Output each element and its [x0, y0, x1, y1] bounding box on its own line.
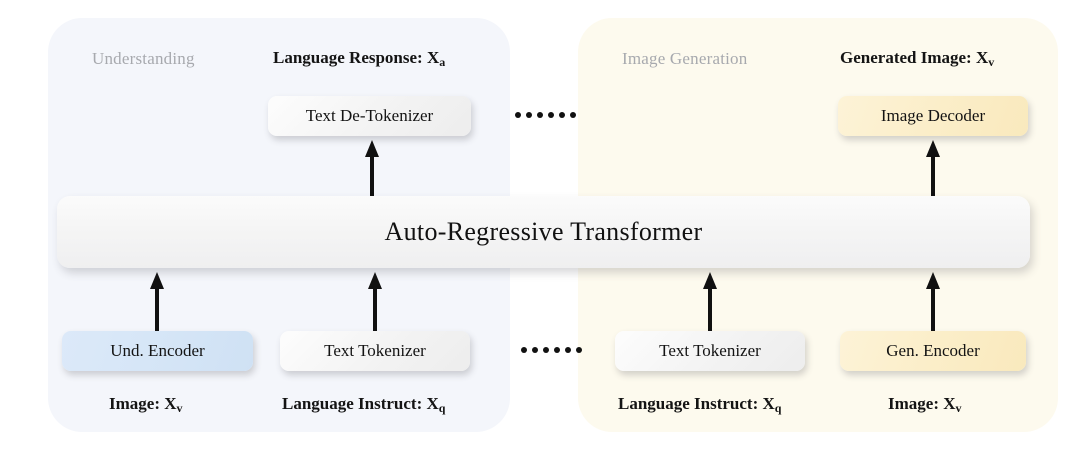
caption-image-generation-text: Image: X [888, 394, 956, 413]
ellipsis-dot [521, 347, 527, 353]
caption-language-response-text: Language Response: X [273, 48, 440, 67]
module-gen-encoder-label: Gen. Encoder [886, 341, 980, 360]
module-und-encoder[interactable]: Und. Encoder [62, 331, 253, 371]
module-image-decoder-label: Image Decoder [880, 106, 986, 125]
ellipsis-dot [565, 347, 571, 353]
caption-image-generation: Image: Xv [888, 394, 962, 416]
caption-language-response-subscript: a [439, 55, 446, 69]
caption-image-understanding: Image: Xv [109, 394, 183, 416]
arrow-up-from-text-tokenizer-generation [702, 272, 718, 331]
panel-image-generation-title: Image Generation [622, 49, 748, 68]
ellipsis-dot [526, 112, 532, 118]
caption-language-instruct-understanding: Language Instruct: Xq [282, 394, 445, 416]
ellipsis-dot [548, 112, 554, 118]
arrow-up-to-image-decoder [925, 140, 941, 198]
module-und-encoder-label: Und. Encoder [110, 341, 205, 360]
caption-generated-image-text: Generated Image: X [840, 48, 989, 67]
ellipsis-dot [570, 112, 576, 118]
caption-language-instruct-generation: Language Instruct: Xq [618, 394, 781, 416]
caption-generated-image-subscript: v [988, 55, 995, 69]
module-auto-regressive-transformer[interactable]: Auto-Regressive Transformer [57, 196, 1030, 268]
module-text-de-tokenizer[interactable]: Text De-Tokenizer [268, 96, 471, 136]
module-text-tokenizer-generation[interactable]: Text Tokenizer [615, 331, 805, 371]
ellipsis-dot [537, 112, 543, 118]
arrow-up-from-gen-encoder [925, 272, 941, 331]
ellipsis-bottom [521, 347, 582, 353]
ellipsis-dot [554, 347, 560, 353]
caption-image-understanding-subscript: v [176, 401, 183, 415]
arrow-up-to-text-de-tokenizer [364, 140, 380, 198]
ellipsis-dot [543, 347, 549, 353]
ellipsis-dot [515, 112, 521, 118]
caption-language-instruct-understanding-subscript: q [438, 401, 446, 415]
ellipsis-top [515, 112, 576, 118]
caption-language-instruct-generation-text: Language Instruct: X [618, 394, 775, 413]
module-image-decoder[interactable]: Image Decoder [838, 96, 1028, 136]
module-text-tokenizer-understanding-label: Text Tokenizer [324, 341, 426, 360]
caption-image-generation-subscript: v [955, 401, 962, 415]
module-text-tokenizer-understanding[interactable]: Text Tokenizer [280, 331, 470, 371]
caption-language-instruct-understanding-text: Language Instruct: X [282, 394, 439, 413]
ellipsis-dot [559, 112, 565, 118]
module-text-de-tokenizer-label: Text De-Tokenizer [305, 106, 434, 125]
panel-understanding-title: Understanding [92, 49, 195, 68]
caption-language-response: Language Response: Xa [273, 48, 445, 70]
ellipsis-dot [576, 347, 582, 353]
caption-language-instruct-generation-subscript: q [774, 401, 782, 415]
module-gen-encoder[interactable]: Gen. Encoder [840, 331, 1026, 371]
ellipsis-dot [532, 347, 538, 353]
caption-generated-image: Generated Image: Xv [840, 48, 994, 70]
arrow-up-from-text-tokenizer-understanding [367, 272, 383, 331]
module-text-tokenizer-generation-label: Text Tokenizer [659, 341, 761, 360]
caption-image-understanding-text: Image: X [109, 394, 177, 413]
arrow-up-from-und-encoder [149, 272, 165, 331]
module-auto-regressive-transformer-label: Auto-Regressive Transformer [384, 217, 703, 246]
